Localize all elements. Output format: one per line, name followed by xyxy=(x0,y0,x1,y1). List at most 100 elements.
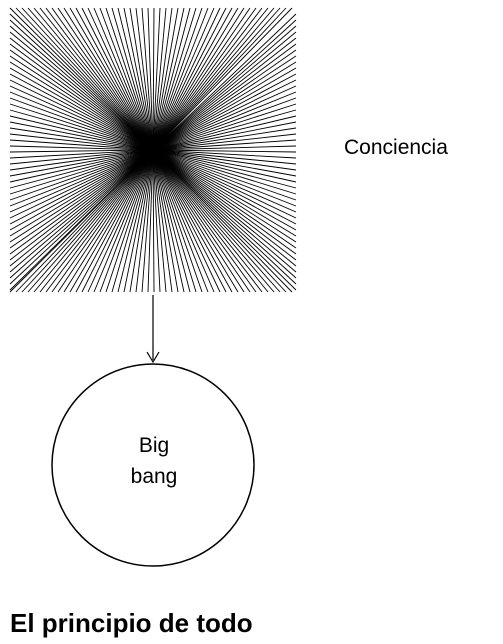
starburst-ray xyxy=(9,149,154,243)
starburst-ray xyxy=(152,149,297,273)
starburst-ray xyxy=(152,149,275,293)
starburst-ray xyxy=(69,149,154,293)
starburst-ray xyxy=(152,7,275,151)
starburst-ray xyxy=(9,13,154,151)
starburst-ray xyxy=(9,73,154,151)
starburst-ray xyxy=(152,7,233,151)
starburst-ray xyxy=(9,7,154,151)
starburst-ray xyxy=(152,7,161,151)
starburst-ray xyxy=(152,7,221,151)
starburst-ray xyxy=(152,149,297,291)
starburst-ray xyxy=(152,149,297,249)
starburst-ray xyxy=(129,7,154,151)
starburst-ray xyxy=(9,149,154,267)
starburst-ray xyxy=(152,31,297,151)
starburst-ray xyxy=(152,149,167,293)
starburst-ray xyxy=(152,149,297,159)
starburst-ray xyxy=(99,149,154,293)
starburst-ray xyxy=(152,7,245,151)
starburst-ray xyxy=(152,149,297,225)
starburst-ray xyxy=(9,37,154,151)
starburst-ray xyxy=(152,149,297,207)
starburst-ray xyxy=(111,7,154,151)
starburst-ray xyxy=(9,97,154,151)
starburst-ray xyxy=(152,149,263,293)
starburst-ray xyxy=(9,127,154,151)
starburst-ray xyxy=(105,7,154,151)
starburst-ray xyxy=(117,7,154,151)
starburst-ray xyxy=(152,149,161,293)
starburst-ray xyxy=(9,133,154,151)
big-bang-line-2: bang xyxy=(130,465,178,488)
starburst-ray xyxy=(152,149,297,171)
starburst-ray xyxy=(152,7,215,151)
starburst-ray xyxy=(152,7,227,151)
starburst-ray xyxy=(152,7,281,151)
starburst-ray xyxy=(9,149,154,177)
starburst-ray xyxy=(129,149,154,293)
starburst-ray xyxy=(147,149,154,293)
starburst-ray xyxy=(152,49,297,151)
starburst-ray xyxy=(152,7,155,151)
starburst-ray xyxy=(152,149,227,293)
starburst-ray xyxy=(152,149,297,177)
starburst-ray xyxy=(152,149,297,267)
starburst-ray xyxy=(123,149,154,293)
starburst-ray xyxy=(63,149,154,293)
starburst-ray xyxy=(9,115,154,151)
starburst-ray xyxy=(9,149,154,225)
starburst-ray xyxy=(152,149,233,293)
starburst-ray xyxy=(135,149,154,293)
starburst-ray xyxy=(93,149,154,293)
starburst-ray xyxy=(152,103,297,151)
starburst-ray xyxy=(152,7,173,151)
starburst-ray xyxy=(152,149,173,293)
starburst-ray xyxy=(141,149,154,293)
starburst-ray xyxy=(152,7,293,151)
starburst-ray xyxy=(9,149,154,237)
starburst-ray xyxy=(152,73,297,151)
starburst-ray xyxy=(152,149,297,285)
starburst-ray xyxy=(9,149,154,159)
starburst-ray xyxy=(9,145,154,151)
diagram-title: El principio de todo xyxy=(10,608,253,638)
starburst-ray xyxy=(9,25,154,151)
starburst-ray xyxy=(105,149,154,293)
starburst-ray xyxy=(152,67,297,151)
starburst-ray xyxy=(152,7,251,151)
starburst-ray xyxy=(152,37,297,151)
starburst-ray xyxy=(63,7,154,151)
starburst-ray xyxy=(117,149,154,293)
starburst-ray xyxy=(9,67,154,151)
starburst-ray xyxy=(9,85,154,151)
starburst-ray xyxy=(152,25,297,151)
starburst-ray xyxy=(152,149,297,201)
starburst-ray xyxy=(9,61,154,151)
starburst-ray xyxy=(152,149,251,293)
starburst-ray xyxy=(152,43,297,151)
starburst-ray xyxy=(51,7,154,151)
starburst-ray xyxy=(152,149,239,293)
starburst-ray xyxy=(45,7,154,151)
starburst-ray xyxy=(152,149,155,293)
starburst-ray xyxy=(9,55,154,151)
starburst-ray xyxy=(81,7,154,151)
starburst-ray xyxy=(152,149,269,293)
big-bang-circle xyxy=(51,363,255,567)
starburst-ray xyxy=(152,149,297,279)
starburst-ray xyxy=(152,7,191,151)
starburst-ray xyxy=(33,149,154,293)
starburst-ray xyxy=(152,97,297,151)
starburst-ray xyxy=(93,7,154,151)
starburst-ray xyxy=(152,149,293,293)
starburst-icon xyxy=(9,7,297,293)
starburst-ray xyxy=(152,149,297,261)
starburst-ray xyxy=(152,127,297,151)
starburst-ray xyxy=(9,19,154,151)
starburst-ray xyxy=(9,149,154,285)
starburst-ray xyxy=(152,149,197,293)
starburst-ray xyxy=(9,149,154,219)
starburst-ray xyxy=(9,149,154,261)
